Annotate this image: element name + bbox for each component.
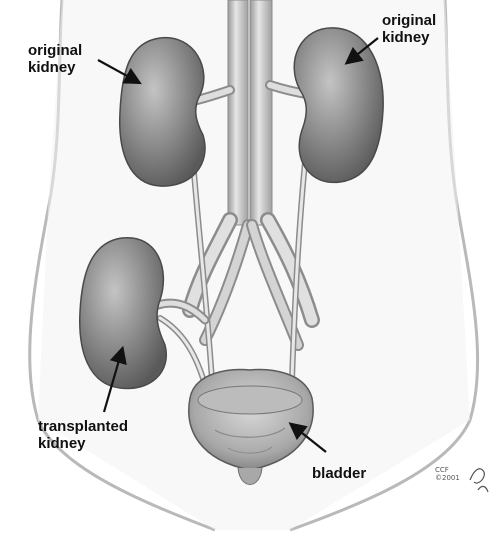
label-original-kidney-left: original kidney: [28, 42, 82, 76]
label-transplanted-kidney: transplanted kidney: [38, 418, 128, 452]
transplanted-kidney: [80, 238, 167, 389]
copyright-credit: CCF ©2001: [435, 466, 460, 482]
label-original-kidney-right: original kidney: [382, 12, 436, 46]
original-kidney-right: [294, 28, 383, 182]
original-kidney-left: [120, 38, 205, 186]
label-bladder: bladder: [312, 465, 366, 482]
artist-signature: [470, 469, 488, 492]
